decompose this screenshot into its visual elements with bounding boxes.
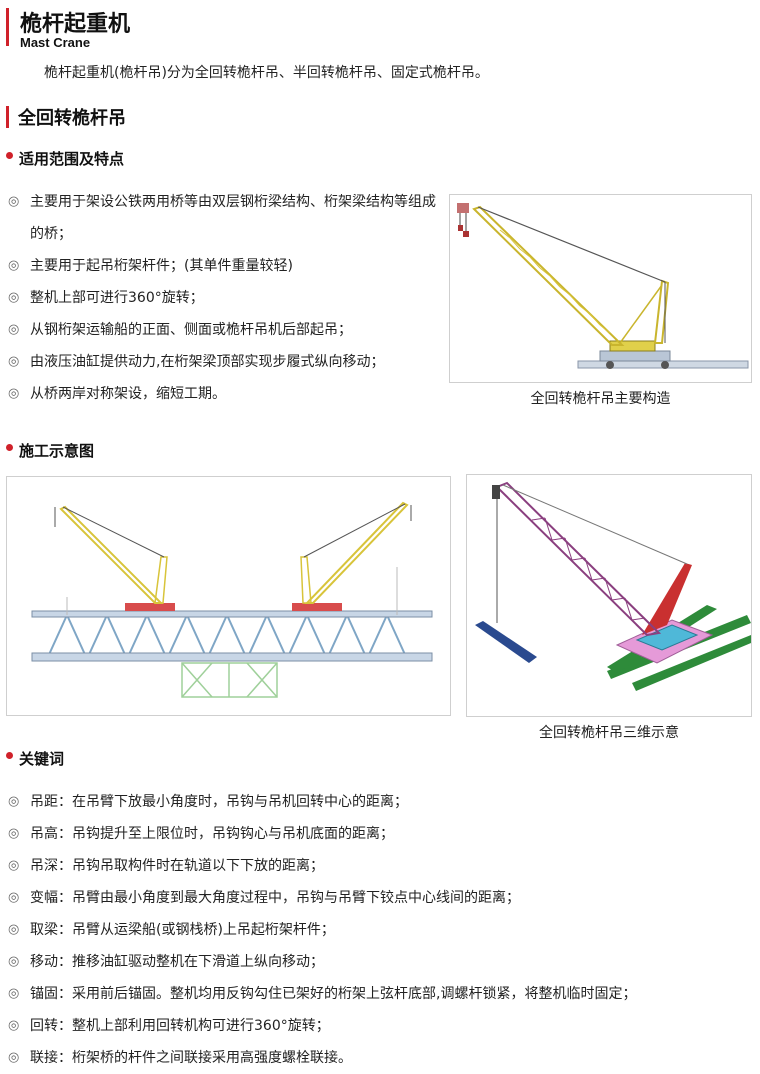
circle-bullet-icon: ◎ (8, 890, 20, 905)
red-dot-icon (6, 444, 13, 451)
page-subtitle: Mast Crane (20, 35, 91, 50)
accent-bar (6, 8, 9, 46)
keyword-item: ◎ 回转：整机上部利用回转机构可进行360°旋转； (8, 1012, 636, 1040)
keyword-item: ◎ 吊距：在吊臂下放最小角度时，吊钩与吊机回转中心的距离； (8, 788, 636, 816)
keyword-item: ◎ 取梁：吊臂从运梁船(或钢栈桥)上吊起桁架杆件； (8, 916, 636, 944)
keyword-item-text: 取梁：吊臂从运梁船(或钢栈桥)上吊起桁架杆件； (30, 922, 335, 938)
scope-item-text: 从钢桁架运输船的正面、侧面或桅杆吊机后部起吊； (30, 322, 352, 338)
keyword-item: ◎ 联接：桁架桥的杆件之间联接采用高强度螺栓联接。 (8, 1044, 636, 1072)
keyword-item-text: 吊深：吊钩吊取构件时在轨道以下下放的距离； (30, 858, 324, 874)
red-dot-icon (6, 752, 13, 759)
keyword-item: ◎ 移动：推移油缸驱动整机在下滑道上纵向移动； (8, 948, 636, 976)
circle-bullet-icon: ◎ (8, 858, 20, 873)
circle-bullet-icon: ◎ (8, 194, 20, 209)
construction-figure-caption: 全回转桅杆吊三维示意 (539, 725, 679, 741)
keywords-list: ◎ 吊距：在吊臂下放最小角度时，吊钩与吊机回转中心的距离； ◎ 吊高：吊钩提升至上限位… (8, 788, 636, 1074)
keywords-heading: 关键词 (6, 748, 64, 769)
keyword-item-text: 吊高：吊钩提升至上限位时，吊钩钩心与吊机底面的距离； (30, 826, 394, 842)
scope-figure-caption: 全回转桅杆吊主要构造 (530, 391, 671, 407)
keyword-item: ◎ 吊高：吊钩提升至上限位时，吊钩钩心与吊机底面的距离； (8, 820, 636, 848)
circle-bullet-icon: ◎ (8, 794, 20, 809)
circle-bullet-icon: ◎ (8, 1050, 20, 1065)
scope-heading: 适用范围及特点 (6, 148, 124, 169)
circle-bullet-icon: ◎ (8, 922, 20, 937)
scope-list: ◎ 主要用于架设公铁两用桥等由双层钢桁梁结构、桁架梁结构等组成的桥； ◎ 主要用于起吊… (8, 186, 442, 410)
circle-bullet-icon: ◎ (8, 1018, 20, 1033)
keyword-item-text: 移动：推移油缸驱动整机在下滑道上纵向移动； (30, 954, 324, 970)
circle-bullet-icon: ◎ (8, 954, 20, 969)
circle-bullet-icon: ◎ (8, 986, 20, 1001)
crane-structure-figure (449, 194, 752, 383)
keyword-item-text: 联接：桁架桥的杆件之间联接采用高强度螺栓联接。 (30, 1050, 352, 1066)
scope-item-text: 由液压油缸提供动力,在桁架梁顶部实现步履式纵向移动； (30, 354, 385, 370)
keywords-title: 关键词 (19, 750, 65, 768)
scope-item-text: 主要用于架设公铁两用桥等由双层钢桁梁结构、桁架梁结构等组成的桥； (30, 194, 436, 242)
keyword-item-text: 锚固：采用前后锚固。整机均用反钩勾住已架好的桁架上弦杆底部,调螺杆锁紧，将整机临… (30, 986, 637, 1002)
keyword-item: ◎ 锚固：采用前后锚固。整机均用反钩勾住已架好的桁架上弦杆底部,调螺杆锁紧，将整机… (8, 980, 636, 1008)
circle-bullet-icon: ◎ (8, 258, 20, 273)
construction-title: 施工示意图 (19, 442, 95, 460)
circle-bullet-icon: ◎ (8, 290, 20, 305)
circle-bullet-icon: ◎ (8, 354, 20, 369)
circle-bullet-icon: ◎ (8, 826, 20, 841)
keyword-item-text: 变幅：吊臂由最小角度到最大角度过程中，吊钩与吊臂下铰点中心线间的距离； (30, 890, 520, 906)
crane-3d-drawing (475, 481, 751, 691)
accent-bar (6, 106, 9, 128)
intro-text: 桅杆起重机(桅杆吊)分为全回转桅杆吊、半回转桅杆吊、固定式桅杆吊。 (44, 65, 489, 81)
scope-item: ◎ 整机上部可进行360°旋转； (8, 282, 442, 314)
circle-bullet-icon: ◎ (8, 322, 20, 337)
scope-item-text: 整机上部可进行360°旋转； (30, 290, 204, 306)
construction-schematic-drawing (31, 501, 433, 698)
scope-item: ◎ 主要用于起吊桁架杆件；(其单件重量较轻) (8, 250, 442, 282)
construction-schematic-figure (6, 476, 451, 716)
scope-title: 适用范围及特点 (19, 150, 125, 168)
keyword-item: ◎ 吊深：吊钩吊取构件时在轨道以下下放的距离； (8, 852, 636, 880)
scope-item-text: 主要用于起吊桁架杆件；(其单件重量较轻) (30, 258, 293, 274)
scope-item: ◎ 从钢桁架运输船的正面、侧面或桅杆吊机后部起吊； (8, 314, 442, 346)
section-title: 全回转桅杆吊 (18, 108, 126, 129)
scope-item: ◎ 由液压油缸提供动力,在桁架梁顶部实现步履式纵向移动； (8, 346, 442, 378)
keyword-item: ◎ 变幅：吊臂由最小角度到最大角度过程中，吊钩与吊臂下铰点中心线间的距离； (8, 884, 636, 912)
red-dot-icon (6, 152, 13, 159)
keyword-item-text: 回转：整机上部利用回转机构可进行360°旋转； (30, 1018, 330, 1034)
keyword-item-text: 吊距：在吊臂下放最小角度时，吊钩与吊机回转中心的距离； (30, 794, 408, 810)
crane-3d-figure (466, 474, 752, 717)
construction-heading: 施工示意图 (6, 440, 94, 461)
crane-structure-drawing (457, 203, 749, 369)
scope-item-text: 从桥两岸对称架设，缩短工期。 (30, 386, 226, 402)
scope-item: ◎ 主要用于架设公铁两用桥等由双层钢桁梁结构、桁架梁结构等组成的桥； (8, 186, 442, 250)
scope-item: ◎ 从桥两岸对称架设，缩短工期。 (8, 378, 442, 410)
page-title: 桅杆起重机 (20, 12, 131, 37)
circle-bullet-icon: ◎ (8, 386, 20, 401)
